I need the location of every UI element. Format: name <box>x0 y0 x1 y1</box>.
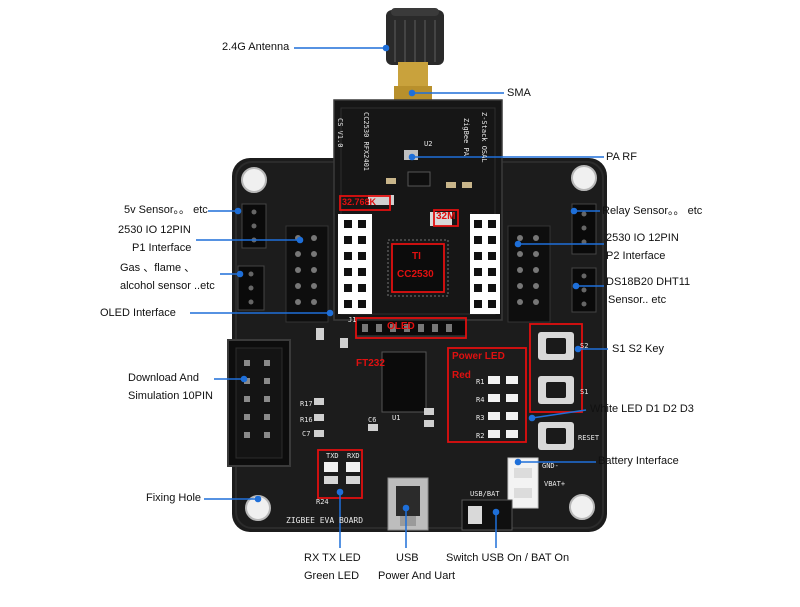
silk-txd: TXD <box>326 452 339 460</box>
silk-module-right: ZigBee PA <box>462 118 470 156</box>
silk-r24: R24 <box>316 498 329 506</box>
silk-r17: R17 <box>300 400 313 408</box>
silk-board-name: ZIGBEE EVA BOARD <box>286 516 364 525</box>
small-components <box>314 398 434 437</box>
silk-r16: R16 <box>300 416 313 424</box>
silk-gnd: GND- <box>542 462 559 470</box>
label-rxtx-line1: RX TX LED <box>304 552 361 564</box>
mark-module-crystal: 32.768K <box>342 197 377 207</box>
label-ds18b20-line2: Sensor.. etc <box>608 294 667 306</box>
label-p2-line1: 2530 IO 12PIN <box>606 232 679 244</box>
label-relay-sensor: Relay Sensor。。 etc <box>602 205 703 217</box>
red-highlight-boxes <box>317 195 583 499</box>
silk-usb-bat: USB/BAT <box>470 490 500 498</box>
label-p1-line2: P1 Interface <box>132 242 192 254</box>
label-oled-interface: OLED Interface <box>100 307 176 319</box>
mark-main-crystal: 32M <box>436 211 456 222</box>
right-sensor-connectors <box>571 203 597 313</box>
mark-chip-model: CC2530 <box>397 269 434 280</box>
silk-module-right2: Z-Stack OSAL <box>480 112 488 163</box>
silk-r4: R4 <box>476 396 485 404</box>
label-usb-line1: USB <box>396 552 419 564</box>
mark-red: Red <box>452 370 471 381</box>
silk-c6: C6 <box>368 416 377 424</box>
label-pa-rf: PA RF <box>606 151 637 163</box>
mark-chip-brand: TI <box>412 251 421 262</box>
label-rxtx-line2: Green LED <box>304 570 360 582</box>
mark-ft232: FT232 <box>356 358 385 369</box>
usb-connector <box>387 477 429 531</box>
label-ds18b20-line1: DS18B20 DHT11 <box>606 276 691 288</box>
p1-header <box>285 225 329 323</box>
silk-s2: S2 <box>580 342 589 350</box>
ft232-chip <box>316 328 427 413</box>
rx-tx-leds <box>324 462 360 484</box>
label-download-line2: Simulation 10PIN <box>128 390 213 402</box>
silk-rxd: RXD <box>347 452 360 460</box>
silk-module-left2: CC2530 RFX2401 <box>362 112 370 172</box>
label-p2-line2: P2 Interface <box>606 250 666 262</box>
callout-lines <box>190 44 608 548</box>
label-gas-line2: alcohol sensor ..etc <box>120 280 215 292</box>
p2-header <box>507 225 551 323</box>
label-download-line1: Download And <box>128 372 199 384</box>
silk-r1: R1 <box>476 378 485 386</box>
label-white-led: White LED D1 D2 D3 <box>590 403 694 415</box>
module-header-pins <box>344 220 496 308</box>
mark-power-led: Power LED <box>452 351 505 362</box>
label-p1-line1: 2530 IO 12PIN <box>118 224 191 236</box>
label-sma: SMA <box>507 87 531 99</box>
mounting-holes <box>241 165 597 521</box>
silk-r2: R2 <box>476 432 485 440</box>
silk-s1: S1 <box>580 388 589 396</box>
label-gas-line1: Gas 、flame 、 <box>120 262 196 274</box>
silk-module-left: CS V1.0 <box>336 118 344 148</box>
label-switch-usb: Switch USB On / BAT On <box>446 552 570 564</box>
module-headers <box>338 214 500 314</box>
led-column <box>488 376 518 438</box>
push-buttons <box>538 332 574 450</box>
mark-oled: OLED <box>387 321 415 332</box>
label-s1s2-key: S1 S2 Key <box>612 343 664 355</box>
silk-reset: RESET <box>578 434 600 442</box>
label-5v-sensor: 5v Sensor。。 etc <box>124 204 208 216</box>
silk-c7: C7 <box>302 430 311 438</box>
silk-j1: J1 <box>348 316 357 324</box>
slide-switch <box>461 499 513 531</box>
download-10pin-header <box>227 339 291 467</box>
silk-u2: U2 <box>424 140 433 148</box>
label-fixing-hole: Fixing Hole <box>146 492 202 504</box>
label-battery-interface: Battery Interface <box>598 455 679 467</box>
silk-vbat: VBAT+ <box>544 480 566 488</box>
battery-connector <box>507 457 539 509</box>
label-antenna: 2.4G Antenna <box>222 41 290 53</box>
cc2530-chip <box>387 212 452 297</box>
label-usb-line2: Power And Uart <box>378 570 456 582</box>
silk-r3: R3 <box>476 414 485 422</box>
silk-u1: U1 <box>392 414 401 422</box>
